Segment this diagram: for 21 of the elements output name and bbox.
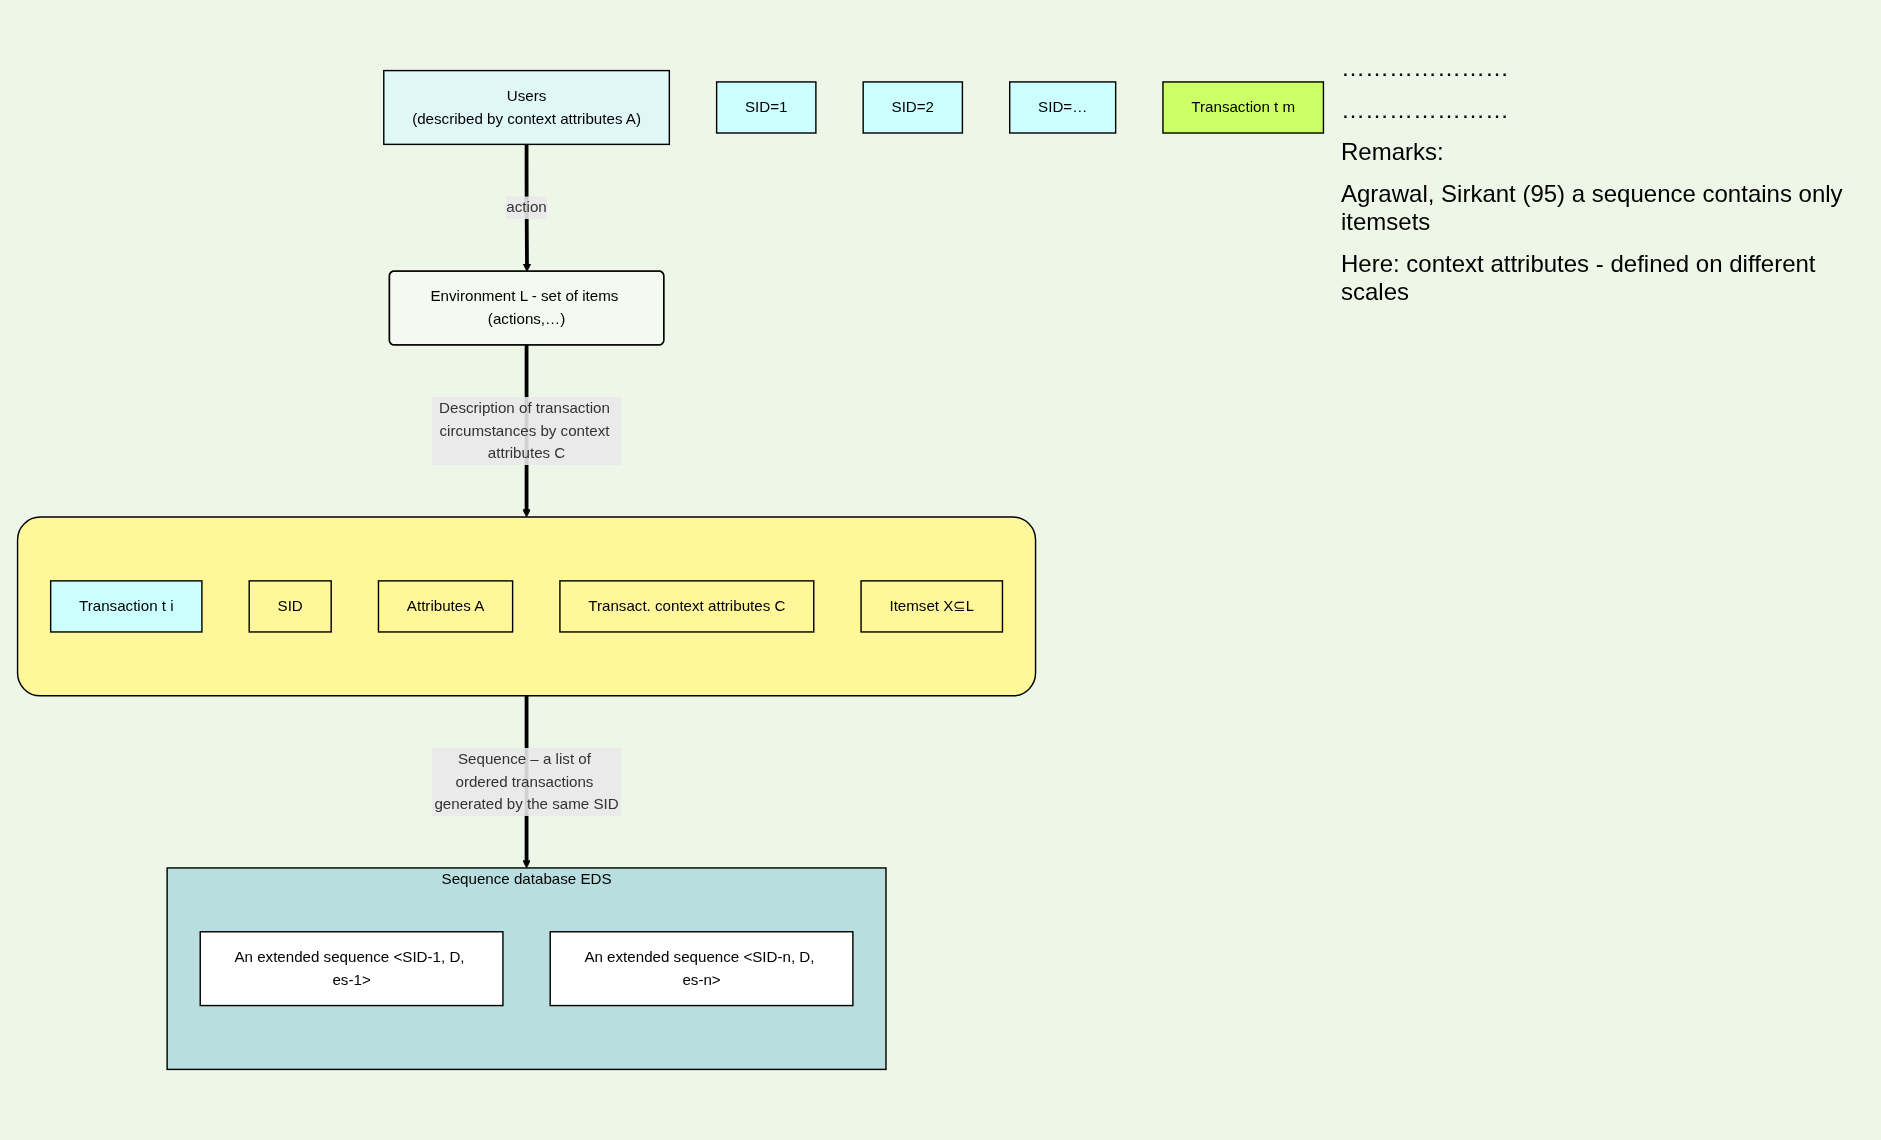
node-box: Attributes A	[377, 580, 514, 633]
node-box: SID	[248, 580, 332, 633]
note-text: …………………	[1341, 96, 1510, 124]
node-box: Itemset X⊆L	[860, 580, 1004, 633]
node-box: Users (described by context attributes A)	[383, 69, 671, 146]
node-box: SID=2	[862, 81, 964, 134]
node-box: SID=…	[1009, 81, 1117, 134]
note-text: …………………	[1341, 54, 1510, 82]
node-box: Transaction t i	[49, 580, 203, 633]
edge-label: Sequence – a list of ordered transactions generated by the same SID	[434, 750, 619, 813]
note-text: Here: context attributes - defined on different scales	[1341, 250, 1817, 306]
edge-label: action	[506, 199, 547, 216]
edge-label: Description of transaction circumstances by context attributes C	[439, 399, 610, 462]
node-box: Transact. context attributes C	[559, 580, 815, 633]
note-text: Agrawal, Sirkant (95) a sequence contains only itemsets	[1341, 180, 1844, 236]
note-text: Remarks:	[1341, 138, 1445, 166]
node-box: SID=1	[715, 81, 817, 134]
cluster	[16, 516, 1037, 697]
node-box: An extended sequence <SID-1, D, es-1>	[199, 931, 504, 1007]
node-box: Transaction t m	[1162, 81, 1325, 134]
node-box: An extended sequence <SID-n, D, es-n>	[549, 931, 854, 1007]
